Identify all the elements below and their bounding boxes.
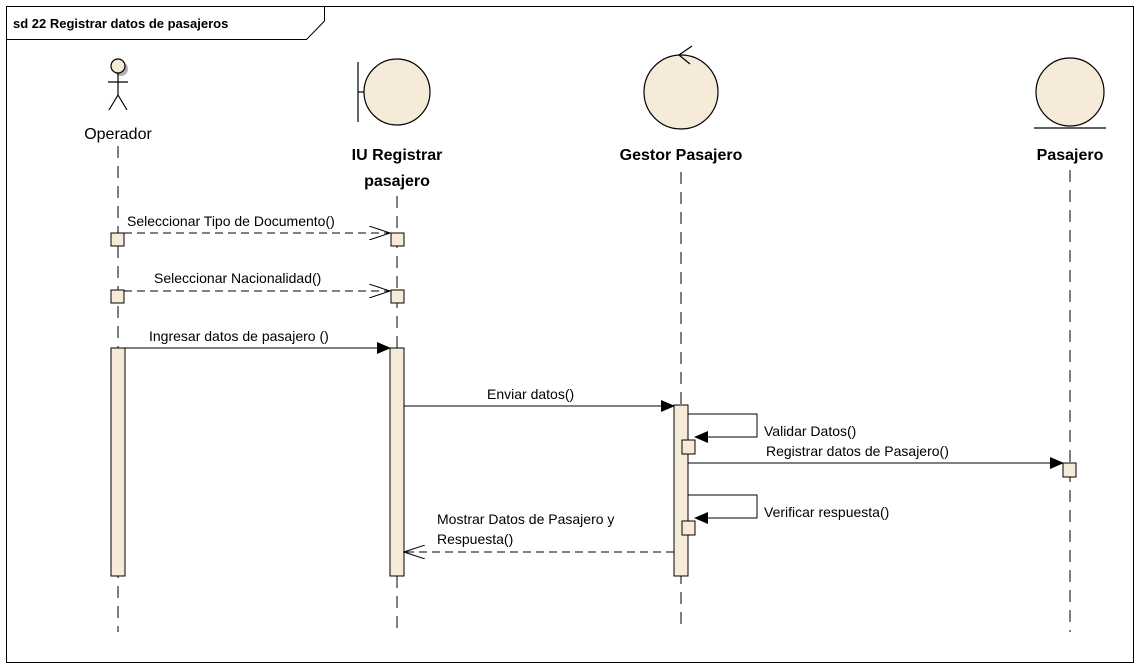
actor-operador[interactable]: Operador — [84, 58, 152, 143]
message-label-m1[interactable]: Seleccionar Tipo de Documento() — [127, 213, 335, 229]
boundary-icon — [357, 58, 431, 126]
activation-iu-main — [389, 347, 405, 577]
control-gestor-pasajero[interactable]: Gestor Pasajero — [620, 45, 743, 164]
activation-operador-main — [110, 347, 126, 577]
message-labels: Seleccionar Tipo de Documento() Seleccio… — [127, 213, 949, 547]
activation-iu-m2 — [390, 289, 405, 304]
actor-icon — [108, 58, 128, 111]
boundary-iu-registrar[interactable]: IU Registrar pasajero — [352, 58, 443, 190]
message-label-m8-line1[interactable]: Mostrar Datos de Pasajero y — [437, 511, 614, 527]
control-name: Gestor Pasajero — [620, 147, 743, 164]
message-label-m8-line2[interactable]: Respuesta() — [437, 531, 513, 547]
frame-title: sd 22 Registrar datos de pasajeros — [13, 16, 228, 31]
message-label-m6[interactable]: Registrar datos de Pasajero() — [766, 443, 949, 459]
entity-name: Pasajero — [1037, 147, 1104, 164]
boundary-name-line2: pasajero — [364, 173, 430, 190]
activation-operador-m1 — [110, 232, 125, 247]
actor-name: Operador — [84, 126, 152, 143]
message-label-m2[interactable]: Seleccionar Nacionalidad() — [154, 270, 321, 286]
activation-gestor-verificar — [681, 520, 696, 536]
message-arrows — [124, 233, 1064, 552]
entity-icon — [1034, 57, 1106, 129]
message-label-m5[interactable]: Validar Datos() — [764, 423, 856, 439]
entity-pasajero[interactable]: Pasajero — [1034, 57, 1106, 164]
message-label-m3[interactable]: Ingresar datos de pasajero () — [149, 328, 329, 344]
boundary-name-line1: IU Registrar — [352, 147, 443, 164]
message-label-m4[interactable]: Enviar datos() — [487, 386, 574, 402]
control-icon — [643, 45, 719, 130]
activation-operador-m2 — [110, 289, 125, 304]
activations — [110, 232, 1077, 577]
message-label-m7[interactable]: Verificar respuesta() — [764, 504, 889, 520]
activation-gestor-validar — [681, 439, 696, 455]
activation-iu-m1 — [390, 232, 405, 247]
sequence-frame: sd 22 Registrar datos de pasajeros — [6, 6, 1134, 663]
activation-pasajero — [1062, 462, 1077, 478]
message-arrow-m7 — [688, 494, 758, 524]
activation-gestor-main — [673, 404, 689, 577]
message-arrow-m5 — [688, 413, 758, 443]
